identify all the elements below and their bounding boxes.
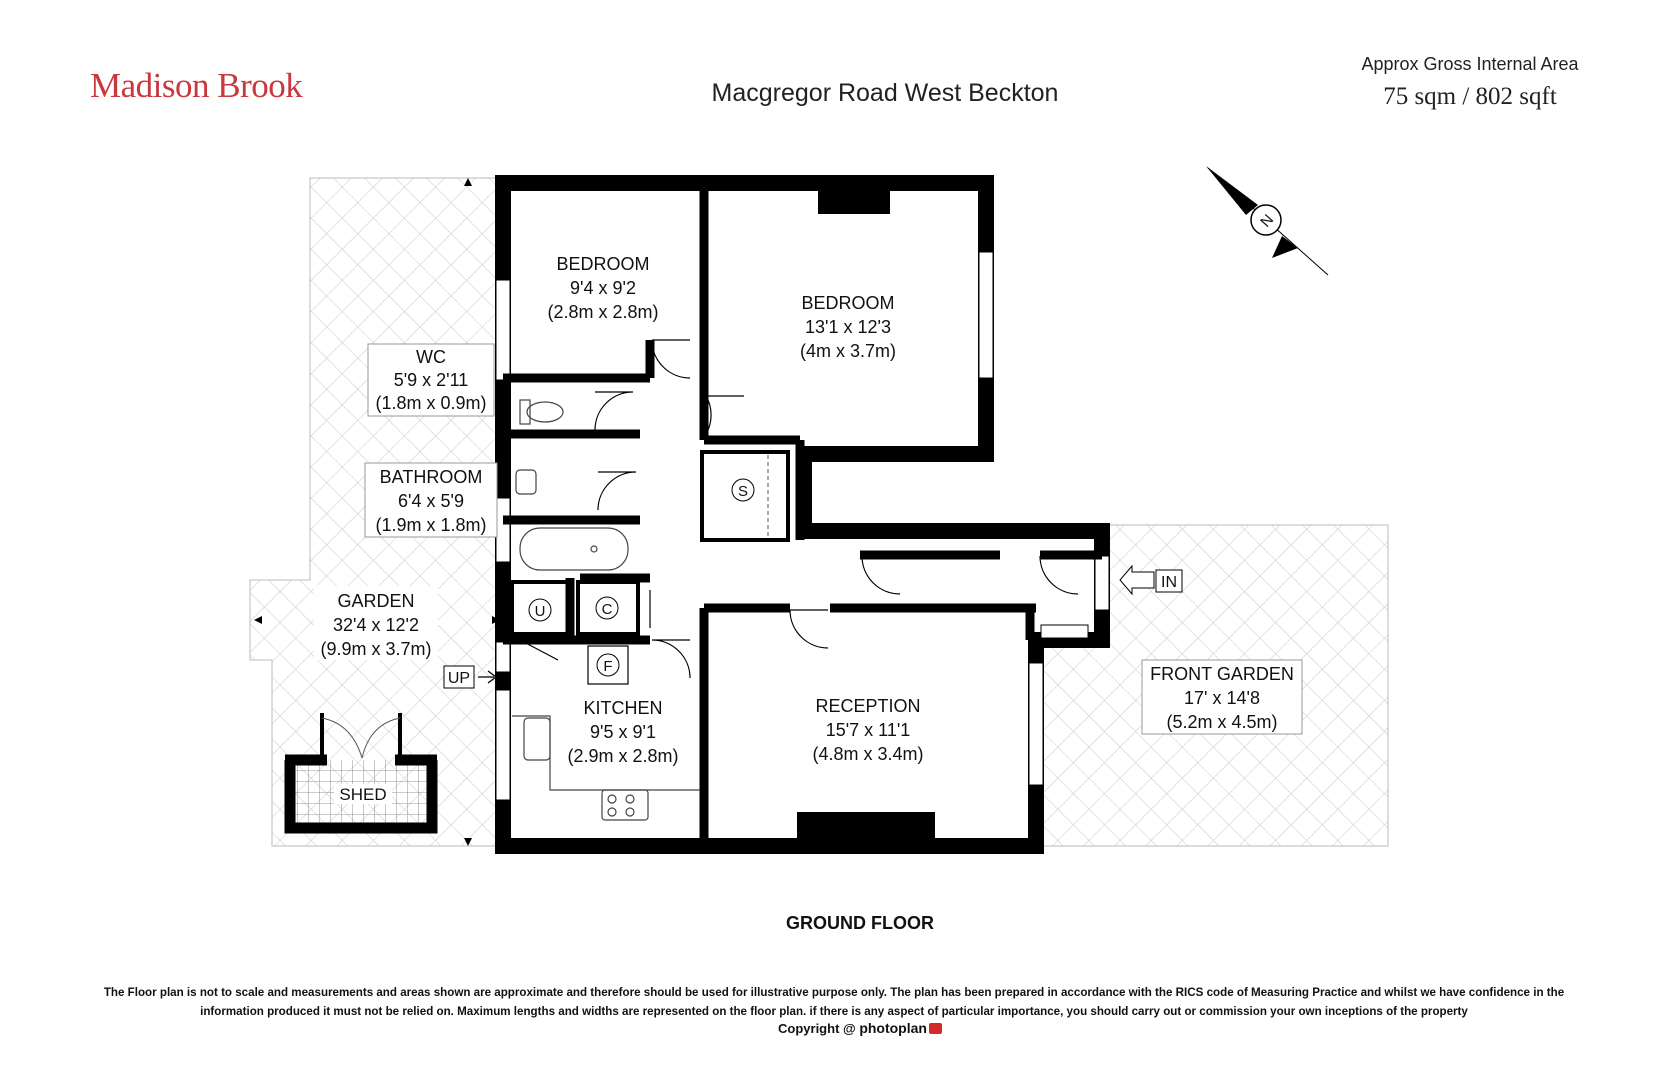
camera-icon [928,1023,942,1034]
kitchen-name: KITCHEN [583,698,662,718]
front-garden-metric: (5.2m x 4.5m) [1166,712,1277,732]
kitchen-metric: (2.9m x 2.8m) [567,746,678,766]
area-label: Approx Gross Internal Area [1361,54,1579,74]
shed-label: SHED [339,785,386,804]
fridge-symbol: F [603,658,612,675]
bedroom2-metric: (4m x 3.7m) [800,341,896,361]
reception-name: RECEPTION [815,696,920,716]
bedroom1-name: BEDROOM [556,254,649,274]
bedroom1-imperial: 9'4 x 9'2 [570,278,636,298]
compass: N [1206,166,1329,276]
bedroom2-imperial: 13'1 x 12'3 [805,317,891,337]
front-garden-name: FRONT GARDEN [1150,664,1294,684]
room-reception: RECEPTION 15'7 x 11'1 (4.8m x 3.4m) [812,696,923,764]
copyright: Copyright @ photoplan [660,1020,1060,1036]
bathroom-imperial: 6'4 x 5'9 [398,491,464,511]
room-garden: GARDEN 32'4 x 12'2 (9.9m x 3.7m) [314,586,438,660]
entrance-label: IN [1161,574,1177,591]
disclaimer-text: The Floor plan is not to scale and measu… [103,986,1565,1018]
reception-metric: (4.8m x 3.4m) [812,744,923,764]
cupboard-symbol: C [602,601,613,618]
property-address: Macgregor Road West Beckton [711,79,1059,107]
bathroom-metric: (1.9m x 1.8m) [375,515,486,535]
bathroom-name: BATHROOM [380,467,483,487]
copyright-text: Copyright @ [778,1021,856,1036]
front-garden-imperial: 17' x 14'8 [1184,688,1260,708]
fridge: F [587,645,629,685]
reception-imperial: 15'7 x 11'1 [826,720,911,740]
room-bathroom: BATHROOM 6'4 x 5'9 (1.9m x 1.8m) [364,462,498,538]
floor-title: GROUND FLOOR [786,913,934,933]
garden-imperial: 32'4 x 12'2 [333,615,419,635]
utility-cupboard: U [510,580,570,636]
entrance-marker: IN [1119,564,1183,596]
photoplan-logo: photoplan [859,1020,927,1036]
up-label: UP [448,670,470,687]
store-cupboard: S [700,450,790,542]
bedroom2-name: BEDROOM [801,293,894,313]
kitchen-imperial: 9'5 x 9'1 [590,722,656,742]
room-bedroom-small: BEDROOM 9'4 x 9'2 (2.8m x 2.8m) [547,254,658,322]
wc-name: WC [416,347,446,367]
wc-imperial: 5'9 x 2'11 [394,370,469,390]
cylinder-cupboard: C [576,580,640,636]
room-kitchen: KITCHEN 9'5 x 9'1 (2.9m x 2.8m) [567,698,678,766]
shed: SHED [284,713,438,834]
toilet [526,401,564,423]
wc-metric: (1.8m x 0.9m) [375,393,486,413]
garden-name: GARDEN [337,591,414,611]
room-bedroom-large: BEDROOM 13'1 x 12'3 (4m x 3.7m) [800,293,896,361]
stairs-up-marker: UP [443,665,498,689]
utility-symbol: U [535,603,546,620]
area-value: 75 sqm / 802 sqft [1383,83,1557,110]
bedroom1-metric: (2.8m x 2.8m) [547,302,658,322]
room-wc: WC 5'9 x 2'11 (1.8m x 0.9m) [367,343,495,417]
brand-logo: Madison Brook [90,66,303,105]
store-symbol: S [738,483,748,500]
washbasin [515,469,537,495]
garden-metric: (9.9m x 3.7m) [320,639,431,659]
room-front-garden: FRONT GARDEN 17' x 14'8 (5.2m x 4.5m) [1141,659,1303,735]
bathtub [519,527,629,571]
